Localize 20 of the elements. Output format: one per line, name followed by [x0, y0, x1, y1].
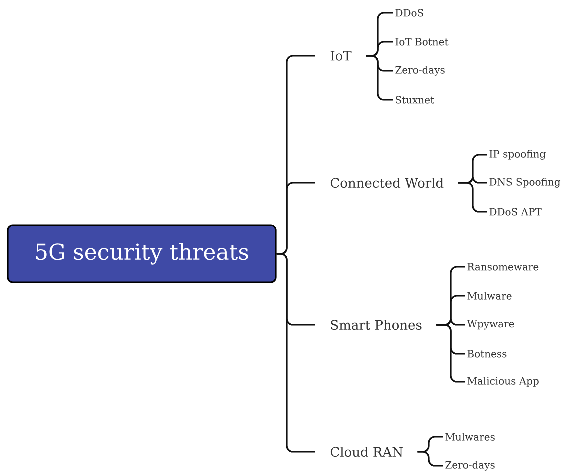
connector — [276, 253, 315, 453]
leaf-label: Mulwares — [446, 433, 495, 441]
leaf-label: Stuxnet — [396, 96, 434, 104]
branch-label: IoT — [330, 51, 352, 61]
leaf-label: IP spoofing — [490, 150, 546, 160]
branch-label: Smart Phones — [331, 320, 422, 330]
leaf-label: Malicious App — [468, 377, 539, 387]
leaf-label: Wpyware — [467, 320, 514, 330]
leaf-label: Ransomeware — [468, 263, 539, 271]
leaf-label: Zero-days — [446, 461, 495, 471]
leaf-label: DDoS APT — [490, 208, 542, 216]
leaf-label: Botness — [468, 350, 507, 358]
root-box: 5G security threats — [7, 224, 277, 284]
leaf-label: Zero-days — [396, 66, 445, 76]
branch-label: Cloud RAN — [330, 446, 403, 458]
leaf-label: DDoS — [396, 9, 424, 17]
leaf-label: Mulware — [468, 292, 512, 300]
leaf-label: DNS Spoofing — [490, 178, 560, 188]
leaf-label: IoT Botnet — [396, 38, 449, 46]
branch-label: Connected World — [330, 178, 444, 188]
